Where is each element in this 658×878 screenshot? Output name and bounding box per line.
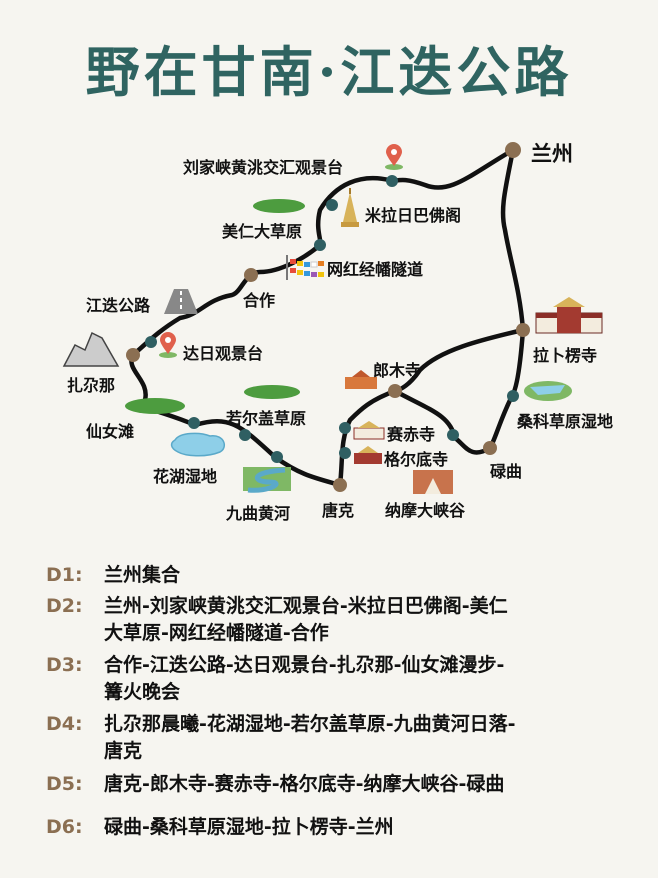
node-hezuo[interactable] xyxy=(244,268,258,282)
day-label: D2: xyxy=(46,595,83,617)
label-saichi: 赛赤寺 xyxy=(387,425,436,444)
label-zhana: 扎尕那 xyxy=(67,376,116,395)
node-milarepa[interactable] xyxy=(326,199,338,211)
day-text: 兰州-刘家峡黄洮交汇观景台-米拉日巴佛阁-美仁 xyxy=(104,595,508,617)
day-label: D1: xyxy=(46,564,83,586)
day-text: 兰州集合 xyxy=(104,564,181,586)
mountain-icon xyxy=(62,331,120,367)
node-saichi[interactable] xyxy=(339,422,351,434)
temple-icon xyxy=(345,370,377,389)
node-prayer-tunnel[interactable] xyxy=(314,239,326,251)
day-label: D3: xyxy=(46,654,83,676)
grass-icon xyxy=(125,199,305,414)
canyon-icon xyxy=(413,470,453,494)
node-huahu[interactable] xyxy=(188,417,200,429)
day-text: 唐克 xyxy=(104,740,143,762)
temple-icon xyxy=(353,421,385,440)
lake-icon xyxy=(170,432,226,457)
itinerary-day-6: D6: 碌曲-桑科草原湿地-拉卜楞寺-兰州 xyxy=(46,814,394,841)
node-tangke[interactable] xyxy=(333,478,347,492)
node-zhana[interactable] xyxy=(126,348,140,362)
label-jiangdie: 江迭公路 xyxy=(86,296,151,315)
label-namo: 纳摩大峡谷 xyxy=(385,501,466,520)
node-jiuqu[interactable] xyxy=(271,451,283,463)
page-title: 野在甘南·江迭公路 xyxy=(85,40,573,104)
node-liujiaxia[interactable] xyxy=(386,175,398,187)
pin-icon xyxy=(159,332,177,358)
day-label: D6: xyxy=(46,816,83,838)
node-lanzhou[interactable] xyxy=(505,142,521,158)
itinerary-day-4: D4: 扎尕那晨曦-花湖湿地-若尔盖草原-九曲黄河日落- 唐克 xyxy=(46,711,516,765)
road-icon xyxy=(164,289,198,314)
day-text: 唐克-郎木寺-赛赤寺-格尔底寺-纳摩大峡谷-碌曲 xyxy=(104,773,505,795)
day-text: 碌曲-桑科草原湿地-拉卜楞寺-兰州 xyxy=(104,816,394,838)
node-ruoergai[interactable] xyxy=(239,429,251,441)
node-sangke[interactable] xyxy=(507,390,519,402)
label-jiuqu: 九曲黄河 xyxy=(226,504,291,523)
day-text: 扎尕那晨曦-花湖湿地-若尔盖草原-九曲黄河日落- xyxy=(104,713,516,735)
itinerary-day-2: D2: 兰州-刘家峡黄洮交汇观景台-米拉日巴佛阁-美仁 大草原-网红经幡隧道-合作 xyxy=(46,593,508,647)
node-labrang[interactable] xyxy=(516,323,530,337)
day-text: 合作-江迭公路-达日观景台-扎尕那-仙女滩漫步- xyxy=(104,654,505,676)
pagoda-icon xyxy=(341,188,359,227)
node-luqu[interactable] xyxy=(483,441,497,455)
label-ruoergai: 若尔盖草原 xyxy=(226,409,307,428)
day-label: D4: xyxy=(46,713,83,735)
label-liujiaxia: 刘家峡黄洮交汇观景台 xyxy=(183,158,344,177)
node-gerdi[interactable] xyxy=(339,447,351,459)
label-prayer-tunnel: 网红经幡隧道 xyxy=(327,260,424,279)
minor-nodes xyxy=(145,175,519,463)
node-langmu[interactable] xyxy=(388,384,402,398)
label-sangke: 桑科草原湿地 xyxy=(517,412,614,431)
label-labrang: 拉卜楞寺 xyxy=(533,346,598,365)
label-dari: 达日观景台 xyxy=(183,344,264,363)
label-lanzhou: 兰州 xyxy=(531,142,573,166)
route-map xyxy=(62,142,603,494)
label-meiren: 美仁大草原 xyxy=(222,222,303,241)
day-label: D5: xyxy=(46,773,83,795)
pin-icon xyxy=(385,144,403,170)
label-xiannvtan: 仙女滩 xyxy=(86,422,135,441)
label-luqu: 碌曲 xyxy=(490,462,523,481)
itinerary-day-1: D1: 兰州集合 xyxy=(46,562,180,589)
node-namo[interactable] xyxy=(447,429,459,441)
itinerary-day-3: D3: 合作-江迭公路-达日观景台-扎尕那-仙女滩漫步- 篝火晚会 xyxy=(46,652,504,706)
itinerary-day-5: D5: 唐克-郎木寺-赛赤寺-格尔底寺-纳摩大峡谷-碌曲 xyxy=(46,771,504,798)
day-text: 篝火晚会 xyxy=(104,681,181,703)
label-gerdi: 格尔底寺 xyxy=(384,450,449,469)
label-hezuo: 合作 xyxy=(243,291,276,310)
temple-icon xyxy=(535,297,603,334)
label-langmu: 郎木寺 xyxy=(373,361,422,380)
major-nodes xyxy=(126,142,530,492)
label-huahu: 花湖湿地 xyxy=(153,467,218,486)
temple-icon xyxy=(354,446,382,464)
label-tangke: 唐克 xyxy=(322,501,355,520)
day-text: 大草原-网红经幡隧道-合作 xyxy=(104,622,329,644)
label-milarepa: 米拉日巴佛阁 xyxy=(365,206,462,225)
river-icon xyxy=(243,467,291,493)
lake-icon xyxy=(524,381,572,401)
node-dari[interactable] xyxy=(145,336,157,348)
prayer-flag-icon xyxy=(286,255,324,280)
